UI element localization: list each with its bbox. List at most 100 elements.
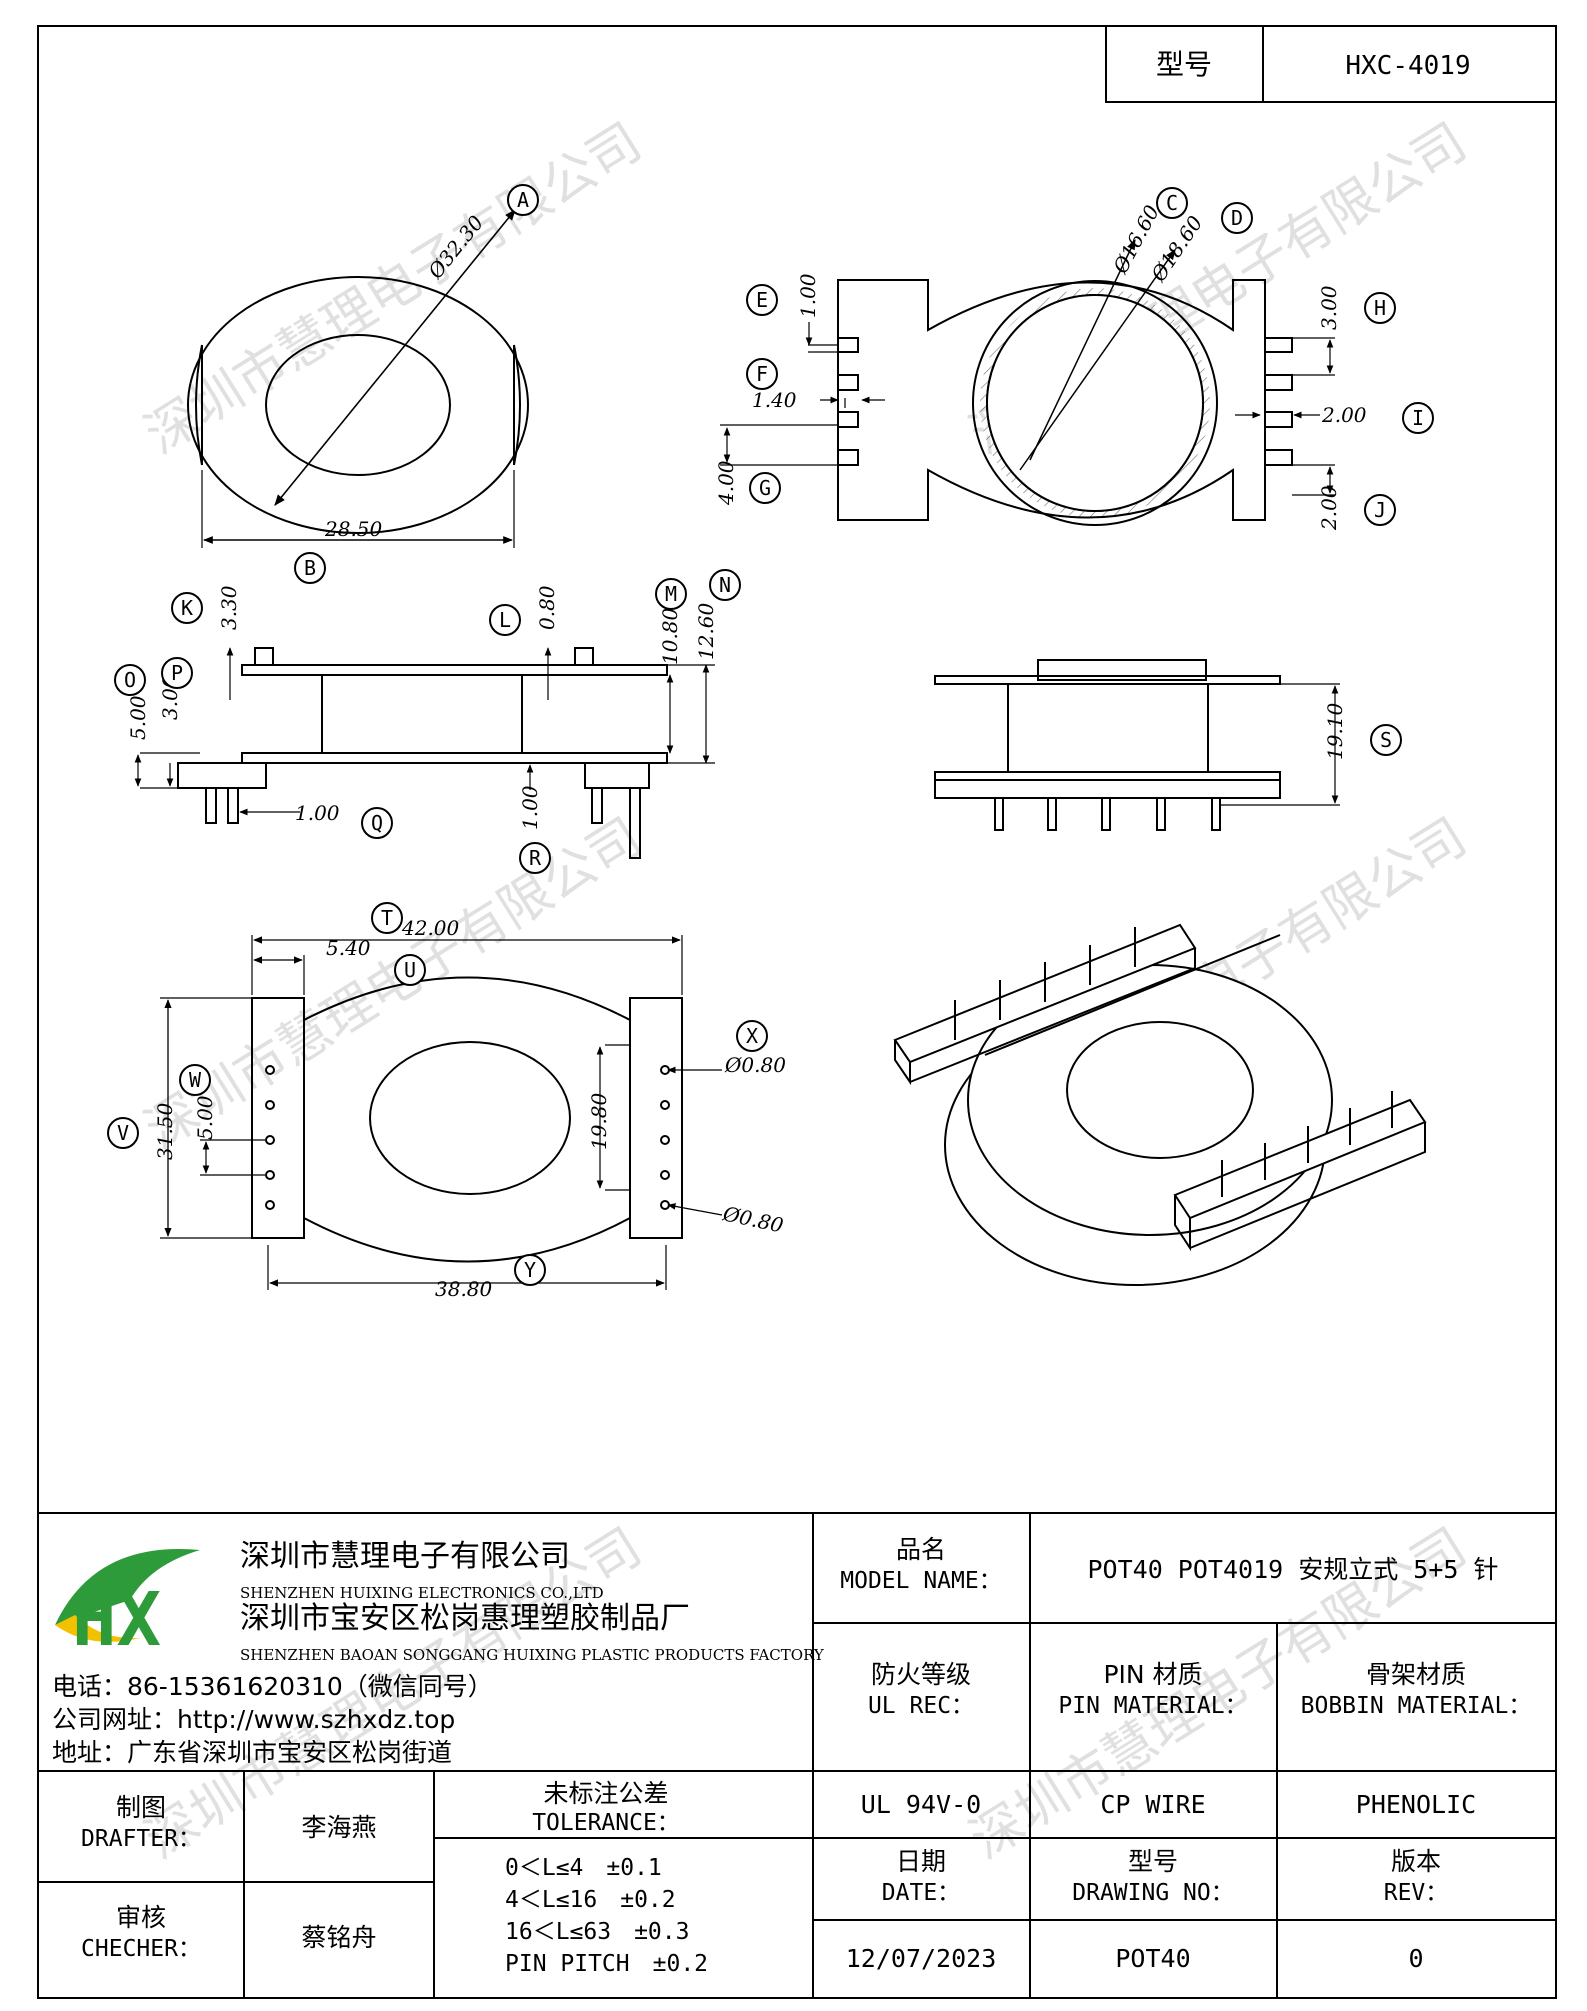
dim-H-text: 3.00 xyxy=(1317,285,1341,330)
ul-value: UL 94V-0 xyxy=(861,1790,981,1819)
dim-U-text: 5.40 xyxy=(326,936,371,960)
callout-labels xyxy=(107,184,1434,1286)
checker-label-cn: 审核 xyxy=(116,1903,166,1932)
company-logo: HX xyxy=(55,1548,200,1663)
svg-text:I: I xyxy=(1412,406,1424,430)
svg-text:A: A xyxy=(517,188,529,212)
model-header: 型号 HXC-4019 xyxy=(1105,25,1557,103)
dim-X2-text: Ø0.80 xyxy=(720,1201,786,1237)
company-name-en: SHENZHEN HUIXING ELECTRONICS CO.,LTD xyxy=(240,1584,604,1602)
dim-G-text: 4.00 xyxy=(714,460,738,506)
dim-V-text: 31.50 xyxy=(153,1102,177,1160)
front-view xyxy=(934,659,1340,831)
tolerance-label-cn: 未标注公差 xyxy=(543,1779,668,1808)
tolerance-line: 4＜L≤16 ±0.2 xyxy=(505,1887,676,1913)
ul-label-en: UL REC： xyxy=(868,1693,974,1719)
rev-value: 0 xyxy=(1408,1944,1423,1973)
dim-E-text: 1.00 xyxy=(796,273,820,318)
company-website: 公司网址：http://www.szhxdz.top xyxy=(52,1705,455,1734)
svg-text:E: E xyxy=(756,288,768,312)
model-name-label-en: MODEL NAME： xyxy=(840,1568,1001,1594)
svg-text:O: O xyxy=(124,668,136,692)
svg-text:K: K xyxy=(181,596,193,620)
dim-L-text: 0.80 xyxy=(535,585,559,630)
svg-text:U: U xyxy=(404,958,416,982)
svg-text:W: W xyxy=(189,1068,202,1092)
dim-O-text: 5.00 xyxy=(126,695,150,740)
isometric-view xyxy=(893,923,1427,1286)
svg-text:N: N xyxy=(719,573,731,597)
svg-text:T: T xyxy=(381,906,393,930)
svg-text:C: C xyxy=(1166,191,1178,215)
svg-text:R: R xyxy=(529,846,542,870)
dim-Q-text: 1.00 xyxy=(295,801,340,825)
svg-text:F: F xyxy=(756,362,768,386)
rev-label-en: REV： xyxy=(1384,1880,1449,1906)
svg-text:D: D xyxy=(1231,206,1243,230)
dim-W-text: 5.00 xyxy=(193,1095,217,1140)
dim-F-text: 1.40 xyxy=(752,388,797,412)
dim-K-text: 3.30 xyxy=(217,585,241,630)
drafter-label-en: DRAFTER： xyxy=(81,1826,201,1852)
company-address: 地址：广东省深圳市宝安区松岗街道 xyxy=(52,1738,452,1767)
ul-label-cn: 防火等级 xyxy=(871,1660,971,1689)
title-block-grid xyxy=(38,1512,1556,1998)
dim-N-text: 12.60 xyxy=(694,602,718,660)
date-value: 12/07/2023 xyxy=(846,1944,997,1973)
tolerance-line: PIN PITCH ±0.2 xyxy=(505,1951,708,1977)
top-view xyxy=(187,209,529,548)
drawing-no-label-cn: 型号 xyxy=(1128,1847,1178,1876)
date-label-en: DATE： xyxy=(882,1880,960,1906)
company-name-cn: 深圳市慧理电子有限公司 xyxy=(240,1539,570,1574)
svg-text:X: X xyxy=(746,1024,758,1048)
bottom-view xyxy=(720,239,1335,526)
bobbin-material-value: PHENOLIC xyxy=(1356,1790,1476,1819)
svg-text:J: J xyxy=(1374,498,1386,522)
model-header-value: HXC-4019 xyxy=(1345,51,1470,81)
dim-Z-text: 19.80 xyxy=(587,1092,611,1150)
pin-material-value: CP WIRE xyxy=(1100,1790,1205,1819)
rev-label-cn: 版本 xyxy=(1391,1847,1441,1876)
dim-X-text: Ø0.80 xyxy=(724,1053,786,1077)
dim-S-text: 19.10 xyxy=(1323,702,1347,760)
svg-text:H: H xyxy=(1374,296,1386,320)
dim-M-text: 10.80 xyxy=(658,607,682,665)
side-view xyxy=(134,647,715,859)
svg-text:P: P xyxy=(171,661,183,685)
dim-Y-text: 38.80 xyxy=(435,1277,493,1301)
dim-J-text: 2.00 xyxy=(1317,485,1341,531)
svg-text:B: B xyxy=(304,556,316,580)
logo-letters: HX xyxy=(72,1577,161,1663)
drawing-no-value: POT40 xyxy=(1115,1944,1190,1973)
svg-text:G: G xyxy=(759,476,771,500)
svg-text:L: L xyxy=(499,608,511,632)
tolerance-label-en: TOLERANCE： xyxy=(532,1810,680,1836)
factory-name-cn: 深圳市宝安区松岗惠理塑胶制品厂 xyxy=(240,1601,690,1636)
dim-I-text: 2.00 xyxy=(1321,403,1367,427)
checker-value: 蔡铭舟 xyxy=(301,1923,376,1952)
drafter-label-cn: 制图 xyxy=(116,1793,166,1822)
pin-material-label-cn: PIN 材质 xyxy=(1103,1660,1202,1689)
watermark: 深圳市慧理电子有限公司 xyxy=(135,112,652,466)
svg-text:M: M xyxy=(665,582,677,606)
drawing-no-label-en: DRAWING NO： xyxy=(1072,1880,1233,1906)
dim-T-text: 42.00 xyxy=(401,916,460,940)
checker-label-en: CHECHER： xyxy=(81,1936,201,1962)
model-header-label: 型号 xyxy=(1156,48,1212,81)
date-label-cn: 日期 xyxy=(896,1847,946,1876)
model-name-label-cn: 品名 xyxy=(896,1535,946,1564)
drawing-border xyxy=(37,25,1557,1999)
tolerance-line: 16＜L≤63 ±0.3 xyxy=(505,1919,689,1945)
svg-text:Q: Q xyxy=(371,811,383,835)
company-phone: 电话：86-15361620310（微信同号） xyxy=(52,1672,493,1701)
drafter-value: 李海燕 xyxy=(301,1813,376,1842)
bobbin-material-label-en: BOBBIN MATERIAL： xyxy=(1301,1693,1532,1719)
svg-text:V: V xyxy=(117,1121,129,1145)
dim-B-text: 28.50 xyxy=(324,517,383,541)
svg-text:S: S xyxy=(1380,728,1392,752)
pin-material-label-en: PIN MATERIAL： xyxy=(1058,1693,1247,1719)
model-name-value: POT40 POT4019 安规立式 5+5 针 xyxy=(1088,1555,1499,1584)
tolerance-line: 0＜L≤4 ±0.1 xyxy=(505,1855,662,1881)
